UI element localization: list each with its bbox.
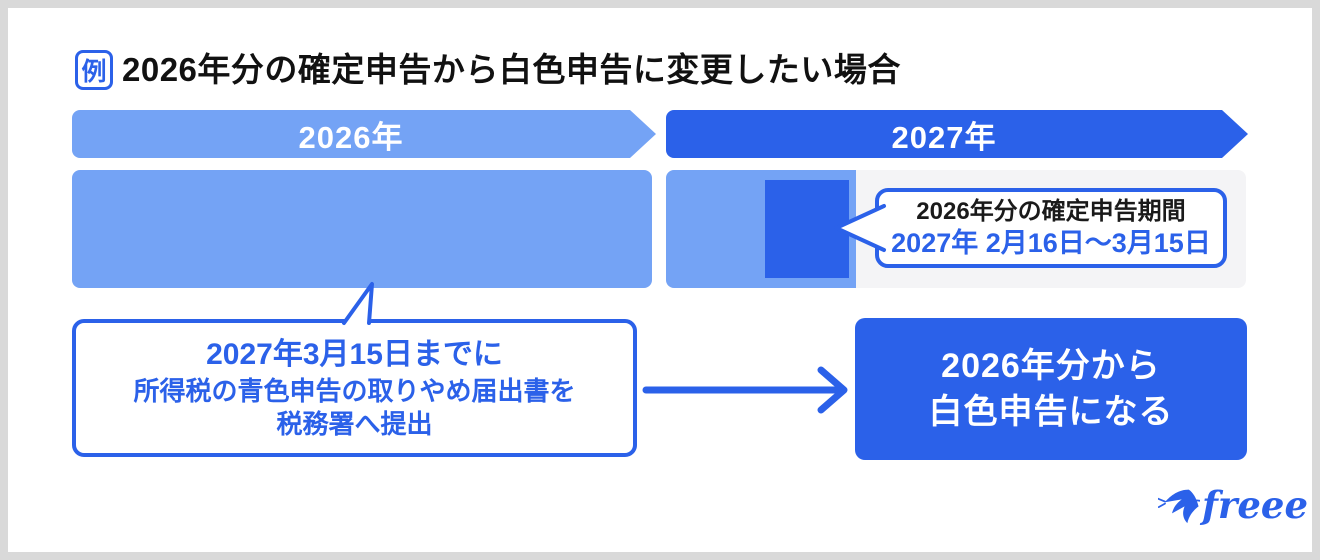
- filing-period-block: [765, 180, 849, 278]
- example-badge: 例: [75, 50, 113, 90]
- timeline-2027-arrow-tip: [1222, 110, 1248, 158]
- freee-swallow-icon: [1158, 489, 1200, 524]
- result-line-1: 2026年分から: [941, 347, 1161, 385]
- filing-period-dates: 2027年 2月16日〜3月15日: [891, 228, 1211, 258]
- result-line-2: 白色申告になる: [928, 393, 1174, 431]
- timeline-2026-bar: 2026年: [72, 110, 630, 158]
- timeline-2026-arrow-tip: [630, 110, 656, 158]
- procedure-deadline: 2027年3月15日までに: [206, 338, 503, 371]
- result-box: 2026年分から 白色申告になる: [855, 318, 1247, 460]
- flow-arrow-head: [817, 366, 848, 414]
- procedure-action: 税務署へ提出: [276, 409, 433, 439]
- procedure-document: 所得税の青色申告の取りやめ届出書を: [133, 376, 576, 406]
- filing-period-callout: 2026年分の確定申告期間 2027年 2月16日〜3月15日: [875, 188, 1227, 268]
- timeline-2027-label: 2027年: [891, 119, 997, 155]
- timeline-2027-bar: 2027年: [666, 110, 1222, 158]
- filing-period-title: 2026年分の確定申告期間: [916, 198, 1186, 225]
- freee-logo-text: freee: [1201, 483, 1308, 527]
- page-title: 2026年分の確定申告から白色申告に変更したい場合: [122, 51, 901, 88]
- procedure-box-pointer: [342, 282, 374, 325]
- freee-logo: freee: [1158, 476, 1308, 534]
- procedure-box: 2027年3月15日までに 所得税の青色申告の取りやめ届出書を 税務署へ提出: [72, 319, 637, 457]
- blue-return-period-bar-2026: [72, 170, 652, 288]
- timeline-2026-label: 2026年: [298, 119, 404, 155]
